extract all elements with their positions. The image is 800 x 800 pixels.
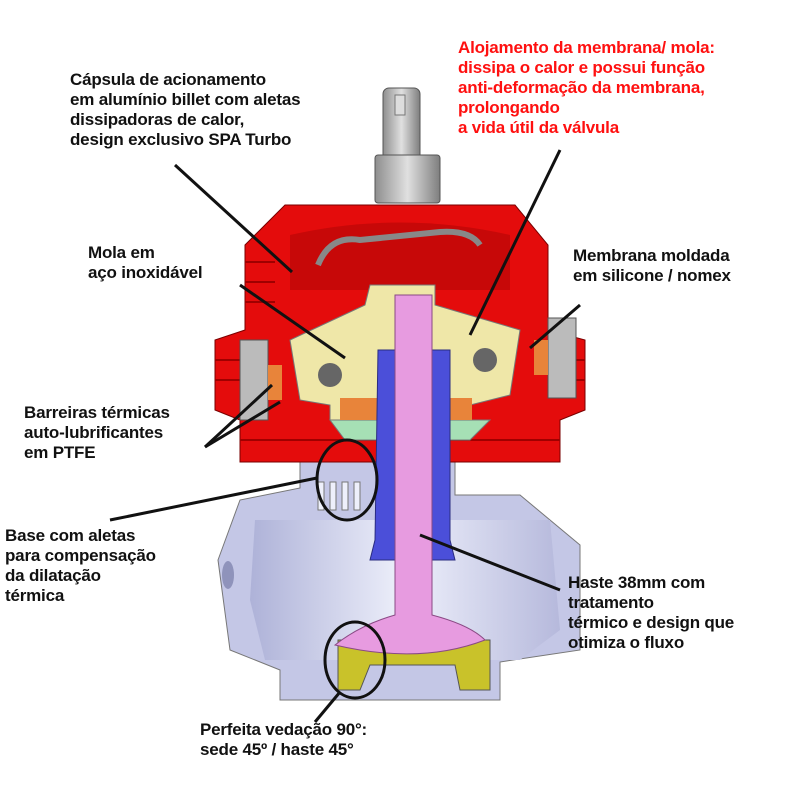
top-nut	[374, 154, 441, 204]
valve-stem	[333, 294, 486, 655]
callout-lines	[109, 149, 581, 723]
label-alojamento: Alojamento da membrana/ mola: dissipa o …	[458, 38, 715, 137]
label-mola: Mola em aço inoxidável	[88, 243, 203, 282]
label-barreiras: Barreiras térmicas auto-lubrificantes em…	[24, 403, 170, 462]
label-base: Base com aletas para compensação da dila…	[5, 526, 156, 605]
spring	[315, 228, 483, 267]
label-membrana: Membrana moldada em silicone / nomex	[573, 246, 731, 285]
label-perfeita: Perfeita vedação 90°: sede 45º / haste 4…	[200, 720, 368, 759]
label-haste: Haste 38mm com tratamento térmico e desi…	[568, 573, 735, 652]
label-capsula: Cápsula de acionamento em alumínio bille…	[70, 70, 301, 149]
